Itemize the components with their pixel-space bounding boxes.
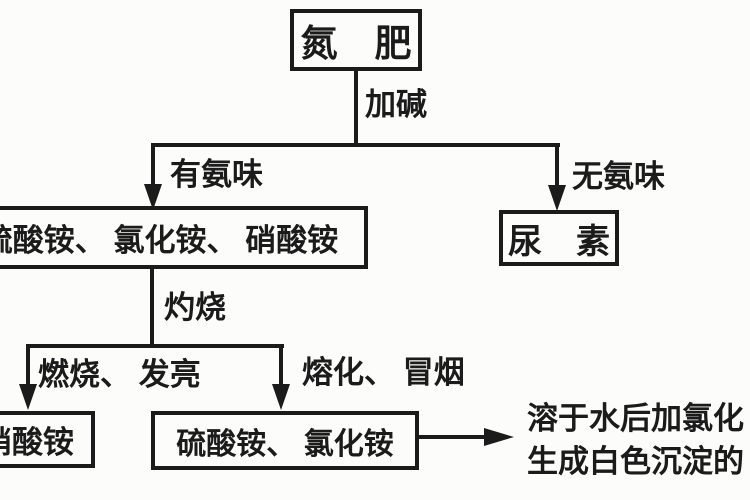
result-note-line1: 溶于水后加氯化 <box>527 401 744 436</box>
connector-root-down <box>354 70 358 146</box>
result-note: 溶于水后加氯化 生成白色沉淀的 <box>527 397 744 483</box>
connector-result-horizontal <box>418 435 486 439</box>
edge-label-burns-glows: 燃烧、 发亮 <box>38 357 201 392</box>
node-ammonium-salts: 硫酸铵、 氯化铵、 硝酸铵 <box>0 206 368 269</box>
connector-calcination-split <box>26 344 284 348</box>
connector-branch-horizontal <box>151 143 560 147</box>
edge-label-melts-smokes: 熔化、 冒烟 <box>302 355 465 390</box>
connector-melts-branch <box>279 344 283 386</box>
edge-label-add-alkali: 加碱 <box>365 87 427 122</box>
edge-label-no-ammonia-smell: 无氨味 <box>572 159 665 194</box>
arrow-down-sulfate-icon <box>272 384 290 410</box>
edge-label-ammonia-smell: 有氨味 <box>170 157 263 192</box>
arrow-down-ammonia-icon <box>144 184 162 210</box>
connector-calcination-down <box>150 268 154 348</box>
node-ammonium-nitrate: 硝酸铵 <box>0 411 95 468</box>
connector-burns-branch <box>26 344 30 386</box>
node-nitrogen-fertilizer: 氮 肥 <box>290 9 422 71</box>
arrow-right-result-icon <box>484 428 514 446</box>
arrow-down-urea-icon <box>548 185 566 211</box>
connector-right-branch <box>555 143 559 187</box>
edge-label-calcination: 灼烧 <box>164 290 226 325</box>
connector-left-branch <box>151 143 155 187</box>
node-ammonium-sulfate-chloride: 硫酸铵、 氯化铵 <box>151 411 419 470</box>
result-note-line2: 生成白色沉淀的 <box>527 444 744 479</box>
arrow-down-nitrate-icon <box>19 384 37 410</box>
node-urea: 尿 素 <box>499 210 619 266</box>
